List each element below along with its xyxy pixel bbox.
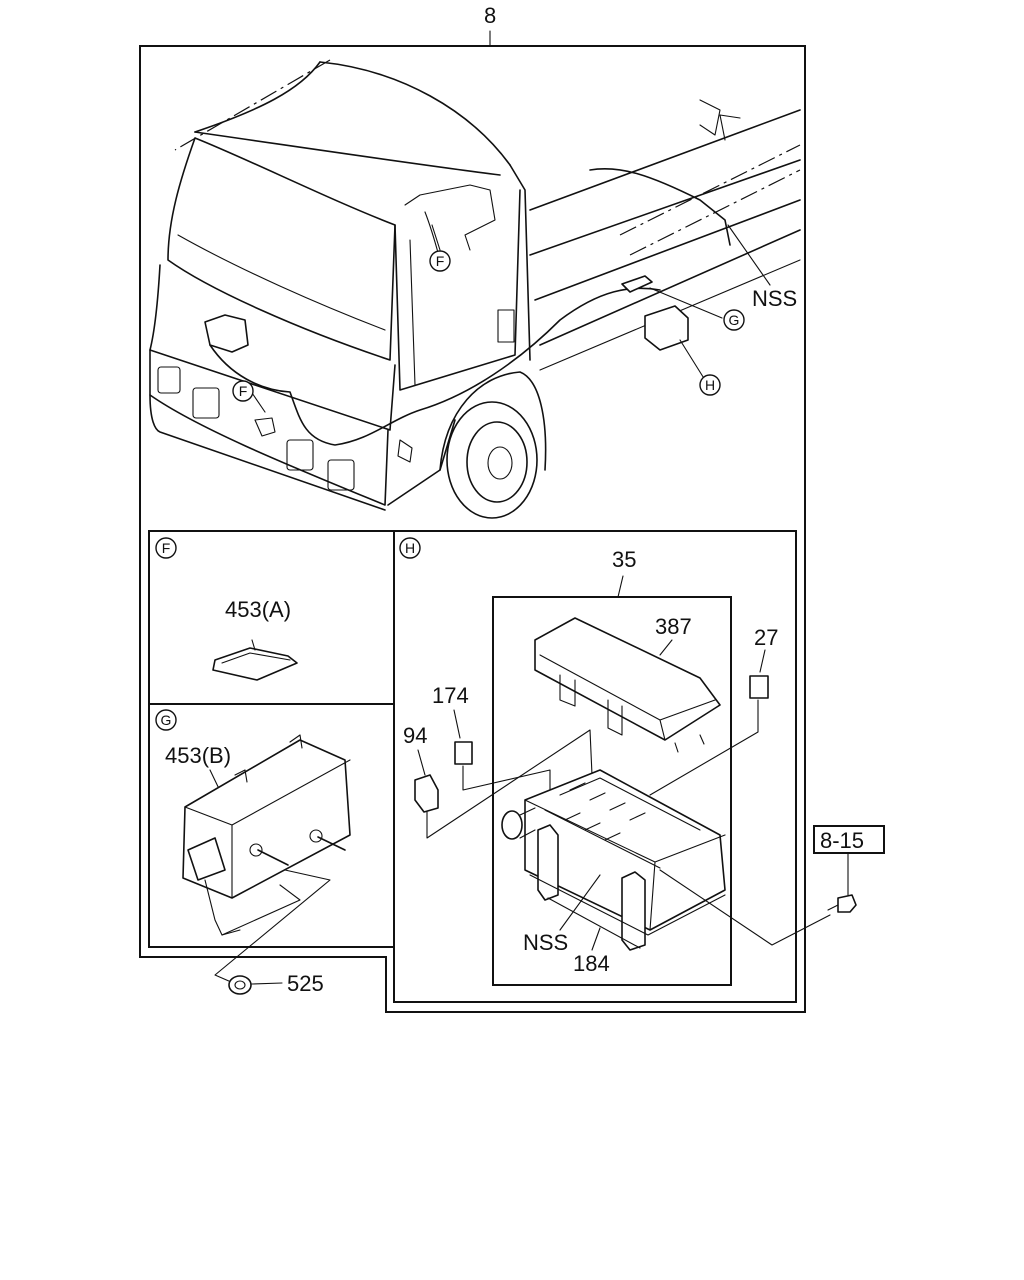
panel-f: F 453(A) (155, 537, 298, 681)
panel-f-title: F (162, 540, 171, 556)
callout-f-upper: F (429, 250, 451, 272)
bolt (837, 894, 857, 913)
callout-f-lower-text: F (239, 383, 248, 399)
part-label-174: 174 (432, 683, 469, 708)
part-label-35: 35 (612, 547, 636, 572)
ref-box-8-15: 8-15 (813, 825, 885, 913)
part-label-27: 27 (754, 625, 778, 650)
callout-h-text: H (705, 377, 715, 393)
callout-g-text: G (729, 312, 740, 328)
panel-g-title: G (161, 712, 172, 728)
part-label-nss-top: NSS (752, 286, 797, 311)
panel-g: G 453(B) (155, 709, 351, 986)
relay-174 (454, 741, 473, 765)
part-label-94: 94 (403, 723, 427, 748)
callout-f-upper-text: F (436, 253, 445, 269)
part-label-525: 525 (287, 971, 324, 996)
part-label-184: 184 (573, 951, 610, 976)
callout-f-lower: F (232, 380, 254, 402)
fuse-27 (749, 675, 769, 699)
part-label-387: 387 (655, 614, 692, 639)
panel-h-title: H (405, 540, 415, 556)
part-label-453a: 453(A) (225, 597, 291, 622)
bracket-453a (212, 647, 298, 681)
part-label-nss-box: NSS (523, 930, 568, 955)
panel-h: H 35 387 27 174 94 (399, 537, 831, 986)
outer-frame (139, 30, 806, 1013)
callout-g: G (723, 309, 745, 331)
part-label-453b: 453(B) (165, 743, 231, 768)
truck-cab-illustration (149, 59, 801, 519)
inset-panels (148, 530, 797, 1003)
nut-525: 525 (228, 971, 324, 996)
fuse-box-cover-387 (534, 617, 721, 741)
part-label-8: 8 (484, 3, 496, 28)
relay-94 (414, 774, 439, 813)
ref-label-8-15: 8-15 (820, 828, 864, 853)
callout-h: H (699, 374, 721, 396)
